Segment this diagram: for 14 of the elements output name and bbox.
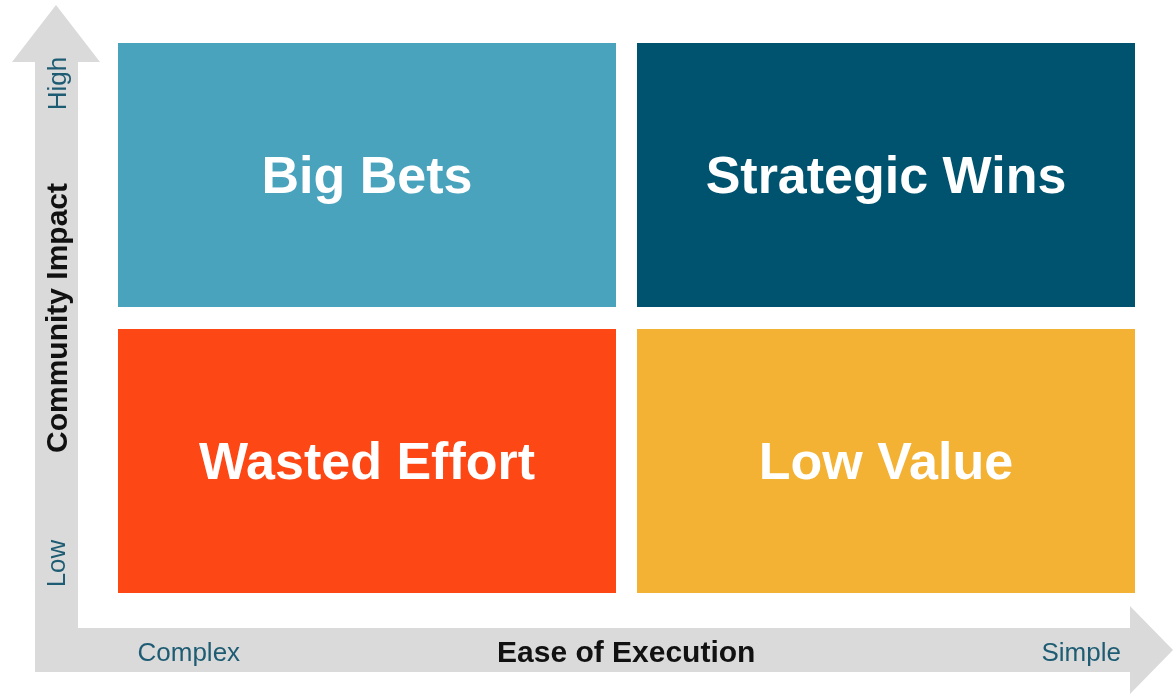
quadrant-title: Low Value xyxy=(758,431,1014,491)
axis-title: Ease of Execution xyxy=(497,635,756,669)
axis-end-label: High xyxy=(41,56,73,110)
axis-end-label: Complex xyxy=(137,636,241,668)
quadrant-box xyxy=(118,329,616,593)
quadrant-box xyxy=(637,329,1135,593)
axis-end-label: Low xyxy=(41,539,73,587)
axis-title: Community Impact xyxy=(40,183,74,453)
quadrant-title: Wasted Effort xyxy=(198,431,536,491)
axis-end-label: Simple xyxy=(1041,636,1121,668)
quadrant-title: Big Bets xyxy=(261,145,473,205)
quadrant-title: Strategic Wins xyxy=(705,145,1067,205)
quadrant-box xyxy=(118,43,616,307)
quadrant-box xyxy=(637,43,1135,307)
